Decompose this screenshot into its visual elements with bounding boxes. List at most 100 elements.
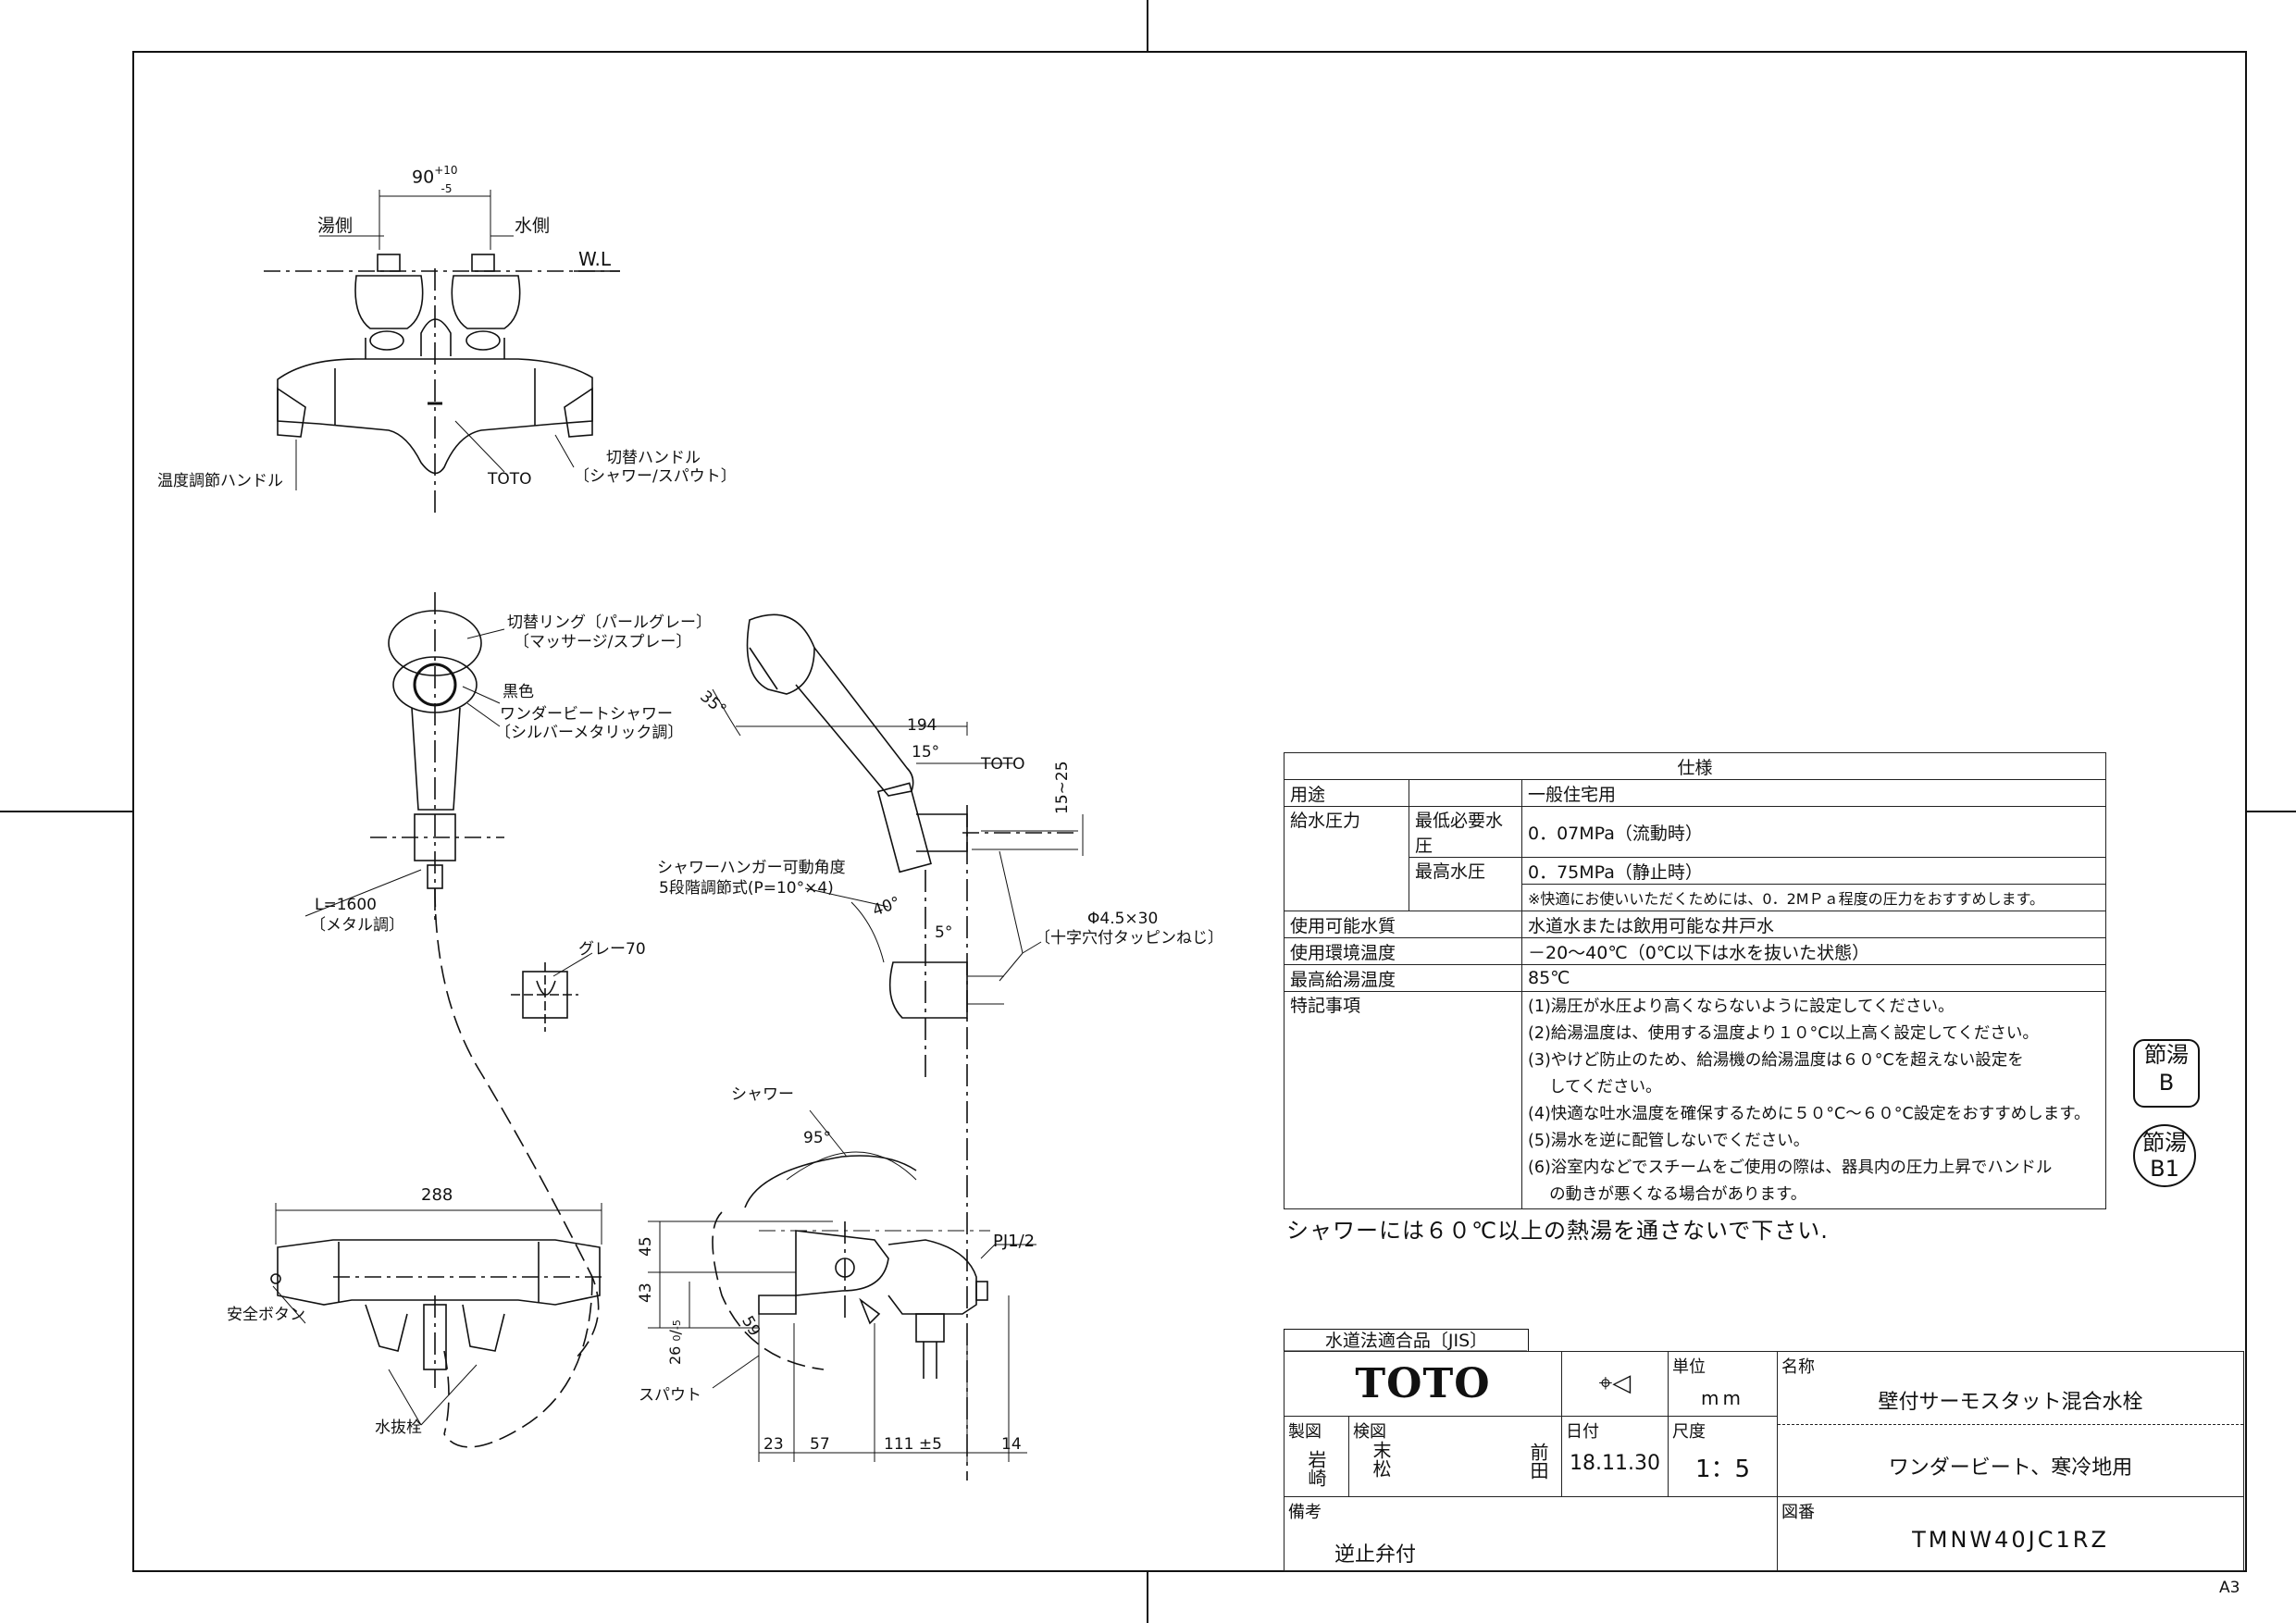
checked-value-1: 末松 <box>1370 1441 1392 1478</box>
hose-note: 〔メタル調〕 <box>310 916 404 935</box>
pj-label: PJ1/2 <box>993 1232 1036 1251</box>
projection-symbol: ⌖◁ <box>1561 1351 1669 1417</box>
shower-head-front <box>304 592 600 1361</box>
dim-194: 194 <box>907 716 937 735</box>
wonder-beat-label: ワンダービートシャワー <box>500 705 673 724</box>
note-2: (2)給湯温度は、使用する温度より１０°C以上高く設定してください。 <box>1528 1024 2039 1043</box>
ring-note: 〔マッサージ/スプレー〕 <box>514 633 692 651</box>
spec-label-usage: 用途 <box>1284 779 1409 807</box>
badge-b1: 節湯 B1 <box>2133 1124 2196 1187</box>
unit-label: 単位 <box>1672 1357 1706 1377</box>
body-front-view <box>270 1203 602 1448</box>
dwg-number: TMNW40JC1RZ <box>1912 1527 2109 1553</box>
spec-label-env-temp: 使用環境温度 <box>1284 937 1522 965</box>
spec-table: 仕様 用途 一般住宅用 給水圧力 最低必要水圧 0．07MPa（流動時） 最高水… <box>1284 752 2106 1209</box>
badge-b-bottom: B <box>2158 1070 2175 1096</box>
name-label: 名称 <box>1781 1357 1815 1377</box>
spec-value-env-temp: －20～40℃（0℃以下は水を抜いた状態） <box>1521 937 2106 965</box>
ring-label: 切替リング〔パールグレー〕 <box>507 613 712 632</box>
dim-14: 14 <box>1001 1435 1022 1454</box>
wonder-beat-note: 〔シルバーメタリック調〕 <box>495 724 684 742</box>
dim-111: 111 ±5 <box>884 1435 942 1454</box>
checked-value-2: 前田 <box>1527 1443 1549 1480</box>
note-3b: してください。 <box>1528 1078 1662 1096</box>
note-4: (4)快適な吐水温度を確保するために５０°C～６０°C設定をおすすめします。 <box>1528 1105 2091 1123</box>
temp-handle-label: 温度調節ハンドル <box>157 472 283 490</box>
note-1: (1)湯圧が水圧より高くならないように設定してください。 <box>1528 997 1955 1016</box>
jis-label: 水道法適合品〔JIS〕 <box>1284 1329 1529 1352</box>
remarks-cell: 備考 逆止弁付 <box>1284 1496 1778 1571</box>
angle-15-label: 15° <box>912 743 940 762</box>
spec-value-usage: 一般住宅用 <box>1521 779 2106 807</box>
dim-15-25: 15~25 <box>1053 761 1072 814</box>
name-cell: 名称 壁付サーモスタット混合水栓 ワンダービート、寒冷地用 <box>1777 1351 2244 1497</box>
body-side-view <box>648 1109 1036 1462</box>
remarks-label: 備考 <box>1288 1503 1322 1522</box>
screw-size-label: Φ4.5×30 <box>1087 910 1159 928</box>
unit-cell: 単位 mm <box>1668 1351 1778 1417</box>
switch-handle-note: 〔シャワー/スパウト〕 <box>574 467 737 486</box>
angle-95-label: 95° <box>803 1129 832 1147</box>
spec-label-notes: 特記事項 <box>1284 991 1522 1209</box>
scale-value: 1：5 <box>1694 1456 1751 1483</box>
water-line-label: W.L <box>578 248 611 270</box>
badge-b-top: 節湯 <box>2144 1042 2189 1068</box>
toto-hanger-label: TOTO <box>981 755 1025 774</box>
toto-logo: TOTO <box>1284 1351 1562 1417</box>
dim-43: 43 <box>637 1282 655 1303</box>
dim-90: 90+10-5 <box>412 164 458 196</box>
spec-title: 仕様 <box>1284 752 2106 780</box>
remarks-value: 逆止弁付 <box>1334 1543 1417 1567</box>
drawn-cell: 製図 岩崎 <box>1284 1416 1349 1497</box>
spec-sub-max-pressure: 最高水圧 <box>1409 857 1522 911</box>
spec-value-max-pressure: 0．75MPa（静止時） <box>1521 857 2106 885</box>
hot-side-label: 湯側 <box>317 216 354 236</box>
black-label: 黒色 <box>503 683 534 701</box>
shower-outlet-label: シャワー <box>731 1085 794 1104</box>
spec-label-max-temp: 最高給湯温度 <box>1284 964 1522 992</box>
spout-label: スパウト <box>639 1386 701 1405</box>
drawn-value: 岩崎 <box>1305 1450 1327 1487</box>
hose-length-label: L=1600 <box>315 896 377 914</box>
date-cell: 日付 18.11.30 <box>1561 1416 1669 1497</box>
note-6b: の動きが悪くなる場合があります。 <box>1528 1185 1807 1204</box>
hanger-angle-label: シャワーハンガー可動角度 <box>657 859 846 877</box>
hanger-angle-note: 5段階調節式(P=10°×4) <box>659 879 834 898</box>
gray-70-label: グレー70 <box>578 940 646 959</box>
checked-label: 検図 <box>1353 1422 1386 1442</box>
safety-button-label: 安全ボタン <box>227 1306 305 1324</box>
badge-b1-bottom: B1 <box>2150 1156 2179 1182</box>
sheet-size-label: A3 <box>2219 1579 2240 1597</box>
date-value: 18.11.30 <box>1570 1452 1660 1475</box>
scale-cell: 尺度 1：5 <box>1668 1416 1778 1497</box>
dwg-cell: 図番 TMNW40JC1RZ <box>1777 1496 2244 1571</box>
unit-value: mm <box>1701 1387 1744 1409</box>
faucet-top-view <box>264 190 620 514</box>
badge-b: 節湯 B <box>2133 1039 2200 1108</box>
name-value: 壁付サーモスタット混合水栓 <box>1778 1385 2243 1425</box>
spec-value-water: 水道水または飲用可能な井戸水 <box>1521 911 2106 938</box>
note-3: (3)やけど防止のため、給湯機の給湯温度は６０°Cを超えない設定を <box>1528 1051 2024 1070</box>
note-5: (5)湯水を逆に配管しないでください。 <box>1528 1132 1810 1150</box>
drain-plug-label: 水抜栓 <box>375 1419 422 1437</box>
dim-57: 57 <box>810 1435 830 1454</box>
date-label: 日付 <box>1566 1422 1599 1442</box>
cold-side-label: 水側 <box>515 216 551 236</box>
hot-water-warning: シャワーには６０℃以上の熱湯を通さないで下さい. <box>1286 1218 1829 1244</box>
dim-45: 45 <box>637 1236 655 1257</box>
checked-cell: 検図 末松 前田 <box>1348 1416 1562 1497</box>
dim-23: 23 <box>763 1435 784 1454</box>
angle-5-label: 5° <box>935 923 953 942</box>
dwg-label: 図番 <box>1781 1503 1815 1522</box>
title-block: TOTO ⌖◁ 単位 mm 名称 壁付サーモスタット混合水栓 ワンダービート、寒… <box>1284 1351 2244 1571</box>
name-sub: ワンダービート、寒冷地用 <box>1888 1456 2133 1480</box>
spec-value-min-pressure: 0．07MPa（流動時） <box>1521 806 2106 858</box>
spec-label-water: 使用可能水質 <box>1284 911 1522 938</box>
spec-value-max-temp: 85℃ <box>1521 964 2106 992</box>
badge-b1-top: 節湯 <box>2142 1130 2187 1156</box>
spec-notes: (1)湯圧が水圧より高くならないように設定してください。 (2)給湯温度は、使用… <box>1521 991 2106 1209</box>
dim-26: 26 0/-5 <box>666 1319 684 1365</box>
spec-label-pressure: 給水圧力 <box>1284 806 1409 911</box>
screw-note: 〔十字穴付タッピンねじ〕 <box>1035 929 1223 948</box>
